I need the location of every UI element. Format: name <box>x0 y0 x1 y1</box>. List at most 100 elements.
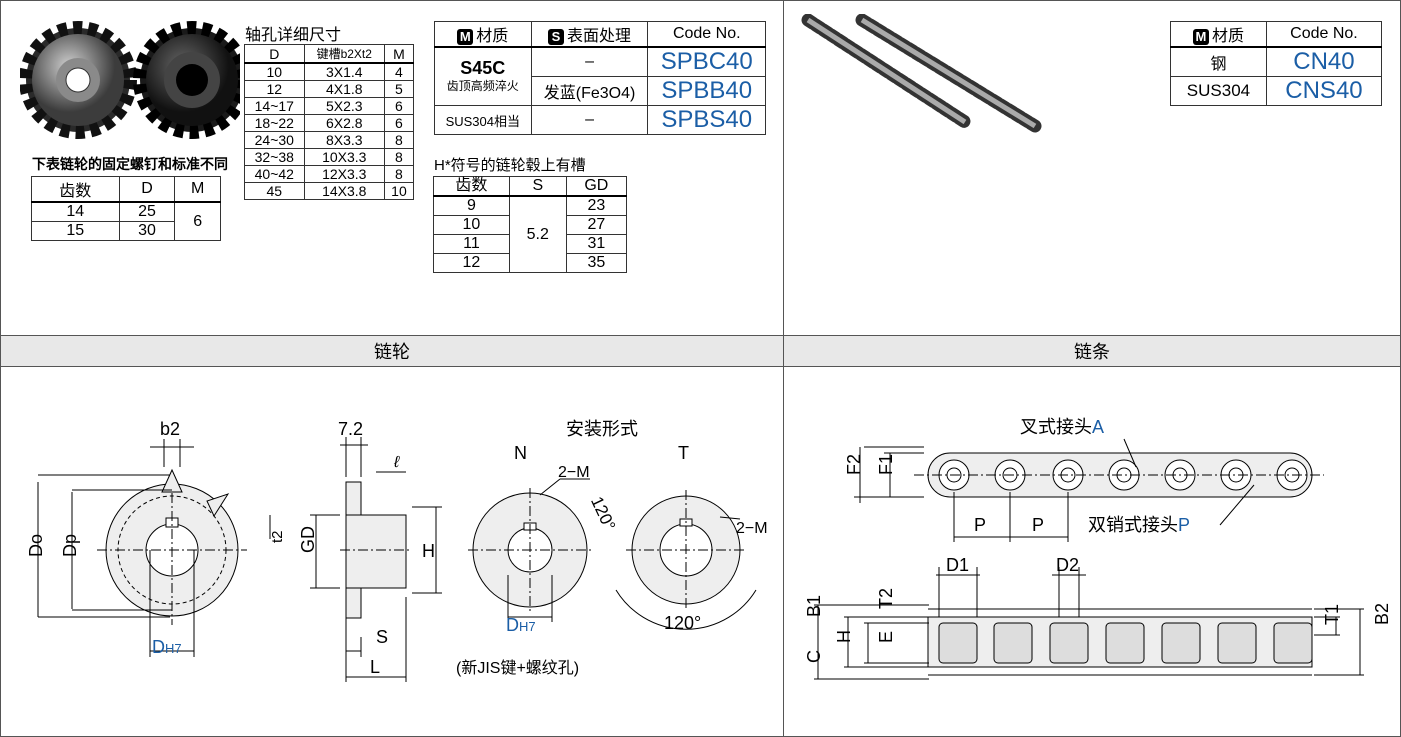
mount-dh7: DH7 <box>506 615 536 635</box>
screw-header-d: D <box>118 176 176 203</box>
chain-side-view <box>814 567 1364 680</box>
table-cell: 3X1.4 <box>303 62 385 81</box>
sprocket-side-view <box>310 437 442 682</box>
bore-header-key: 键槽b2Xt2 <box>303 44 385 64</box>
dim-2m-n: 2−M <box>558 464 590 481</box>
dim-gd: GD <box>298 526 318 553</box>
sprocket-section-header: 链轮 <box>0 335 784 367</box>
table-cell: 25 <box>118 201 176 222</box>
chain-mat-header-label: 材质 <box>1211 28 1244 45</box>
dim-t1: T1 <box>1322 604 1342 625</box>
code-cell: SPBS40 <box>647 105 766 135</box>
dim-h: H <box>422 541 435 561</box>
table-cell: SUS304 <box>1170 76 1267 106</box>
table-cell: 8 <box>383 148 415 166</box>
table-cell: 10 <box>433 215 510 235</box>
code-cell: CNS40 <box>1265 76 1383 106</box>
dim-p-1: P <box>974 515 986 535</box>
dim-l: L <box>370 657 380 677</box>
dim-b1: B1 <box>804 595 824 617</box>
table-cell: 14X3.8 <box>303 182 385 200</box>
dim-7-2: 7.2 <box>338 419 363 439</box>
mount-t-view <box>615 490 757 630</box>
table-cell: 6X2.8 <box>303 114 385 132</box>
table-cell: 6 <box>383 114 415 132</box>
dim-b2: b2 <box>160 419 180 439</box>
table-cell: 35 <box>565 253 628 273</box>
dim-do: Do <box>26 534 46 557</box>
sprocket-front-view <box>97 468 247 625</box>
table-cell: 32~38 <box>244 148 305 166</box>
dim-120-t: 120° <box>664 613 701 633</box>
mount-note: (新JIS键+螺纹孔) <box>456 659 579 677</box>
mount-n-label: N <box>514 443 527 463</box>
dim-b2-chain: B2 <box>1372 603 1392 625</box>
groove-header-s: S <box>508 176 567 197</box>
table-cell: S45C 齿顶高频淬火 <box>434 46 532 106</box>
chain-section-header: 链条 <box>783 335 1401 367</box>
table-cell: 8 <box>383 131 415 149</box>
surf-header-label: 表面处理 <box>567 28 632 45</box>
table-cell: SUS304相当 <box>434 105 532 135</box>
table-cell: 6 <box>383 97 415 115</box>
dim-2m-t: 2−M <box>736 520 768 537</box>
material-icon: M <box>1192 29 1209 45</box>
groove-table-caption: H*符号的链轮毂上有槽 <box>434 157 586 174</box>
dim-dh7: DH7 <box>152 637 182 657</box>
table-cell: 发蓝(Fe3O4) <box>530 76 649 106</box>
joint-a-label: 叉式接头A <box>1020 417 1104 437</box>
material-s45c: S45C <box>460 57 506 78</box>
table-cell: 9 <box>433 195 510 216</box>
mount-n-view <box>468 488 592 622</box>
table-cell: 5.2 <box>508 195 567 273</box>
table-cell: 18~22 <box>244 114 305 132</box>
dim-c: C <box>804 650 824 663</box>
sprocket-drawing: b2 Do Dp t2 DH7 7.2 ℓ GD H S L 安装形式 N T … <box>26 419 768 682</box>
table-cell: 8X3.3 <box>303 131 385 149</box>
screw-table: 齿数 D M 14 25 6 15 30 <box>31 176 221 241</box>
dim-dp: Dp <box>60 534 80 557</box>
table-cell: – <box>530 46 649 77</box>
material-icon: M <box>457 29 474 45</box>
code-cell: SPBB40 <box>647 76 766 106</box>
dim-t2-chain: T2 <box>876 588 896 609</box>
table-cell: 27 <box>565 215 628 235</box>
dim-120-n: 120° <box>587 494 619 534</box>
code-header: Code No. <box>647 21 766 48</box>
table-cell: 10 <box>383 182 415 200</box>
table-cell: 8 <box>383 165 415 183</box>
table-cell: 45 <box>244 182 305 200</box>
table-cell: 12 <box>244 80 305 98</box>
table-cell: – <box>530 105 649 135</box>
bore-table-caption: 轴孔详细尺寸 <box>245 27 342 44</box>
groove-header-gd: GD <box>565 176 628 197</box>
surface-icon: S <box>548 29 565 45</box>
table-cell: 40~42 <box>244 165 305 183</box>
table-cell: 4 <box>383 62 415 81</box>
screw-header-teeth: 齿数 <box>31 176 120 203</box>
chain-photo <box>801 14 1042 133</box>
table-cell: 23 <box>565 195 628 216</box>
dim-f1: F1 <box>876 454 896 475</box>
table-cell: 5X2.3 <box>303 97 385 115</box>
table-cell: 15 <box>31 221 120 241</box>
code-cell: SPBC40 <box>647 46 766 77</box>
dim-d1: D1 <box>946 555 969 575</box>
chain-code-header: Code No. <box>1265 21 1383 48</box>
table-cell: 14 <box>31 201 120 222</box>
dim-f2: F2 <box>844 454 864 475</box>
joint-p-label: 双销式接头P <box>1088 515 1190 535</box>
table-cell: 10X3.3 <box>303 148 385 166</box>
